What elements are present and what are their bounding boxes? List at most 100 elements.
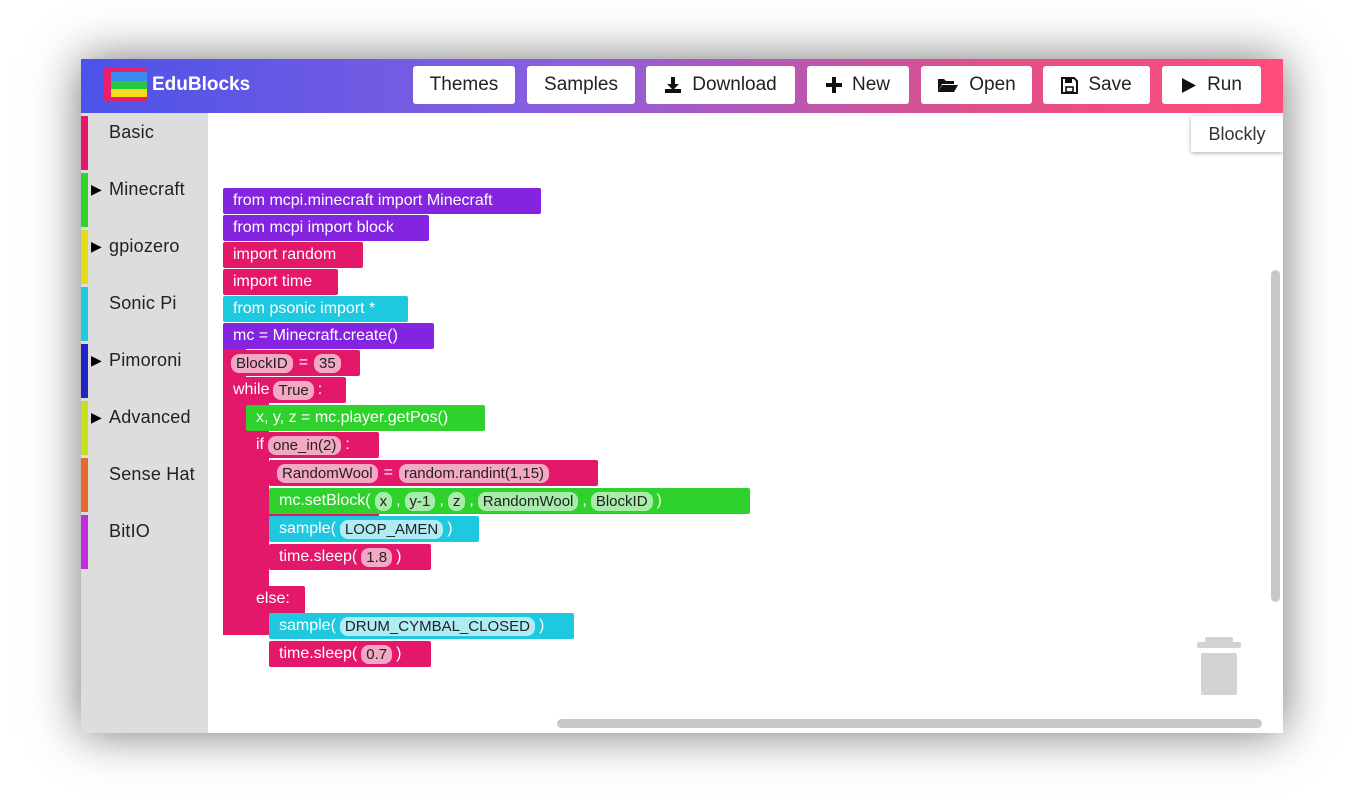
download-button[interactable]: Download xyxy=(646,66,795,104)
themes-button[interactable]: Themes xyxy=(413,66,515,104)
category-color-bar xyxy=(81,458,88,512)
while-block[interactable]: while True : xyxy=(223,377,346,403)
condition-field[interactable]: one_in(2) xyxy=(268,435,342,455)
function-label: time.sleep( xyxy=(279,548,358,565)
samples-label: Samples xyxy=(544,74,618,95)
sidebar-item-label: Advanced xyxy=(109,407,191,427)
set-block-call[interactable]: mc.setBlock( x , y-1 , z , RandomWool , … xyxy=(269,488,750,514)
sidebar-item-label: BitIO xyxy=(109,521,151,541)
arg-field[interactable]: z xyxy=(447,491,466,511)
horizontal-scrollbar[interactable] xyxy=(557,719,1262,728)
variable-field[interactable]: BlockID xyxy=(231,353,293,373)
block-text: mc = Minecraft.create() xyxy=(233,327,398,344)
block-text: from mcpi import block xyxy=(233,219,394,236)
sidebar-item-sense-hat[interactable]: Sense Hat xyxy=(81,458,208,512)
arg-field[interactable]: y-1 xyxy=(404,491,436,511)
code-block[interactable]: import time xyxy=(223,269,338,295)
blockly-mode-tab[interactable]: Blockly xyxy=(1191,116,1283,152)
category-color-bar xyxy=(81,116,88,170)
vertical-scrollbar[interactable] xyxy=(1271,270,1280,602)
save-label: Save xyxy=(1088,74,1132,95)
function-label: mc.setBlock( xyxy=(279,492,371,509)
sidebar-item-advanced[interactable]: ▶ Advanced xyxy=(81,401,208,455)
separator: , xyxy=(469,492,474,509)
sidebar-item-pimoroni[interactable]: ▶ Pimoroni xyxy=(81,344,208,398)
themes-label: Themes xyxy=(429,74,499,95)
assign-block[interactable]: BlockID = 35 xyxy=(223,350,360,376)
edublocks-logo xyxy=(103,68,147,102)
new-label: New xyxy=(851,74,890,95)
block-text: from psonic import * xyxy=(233,300,376,317)
run-button[interactable]: Run xyxy=(1162,66,1261,104)
category-sidebar: Basic ▶ Minecraft ▶ gpiozero Sonic Pi ▶ … xyxy=(81,113,208,733)
assign-block[interactable]: RandomWool = random.randint(1,15) xyxy=(269,460,598,486)
folder-open-icon xyxy=(938,79,959,92)
samples-button[interactable]: Samples xyxy=(527,66,635,104)
sidebar-item-label: Pimoroni xyxy=(109,350,182,370)
separator: , xyxy=(439,492,444,509)
expand-arrow-icon[interactable]: ▶ xyxy=(91,181,102,197)
sidebar-item-label: Sonic Pi xyxy=(109,293,177,313)
code-block[interactable]: from mcpi.minecraft import Minecraft xyxy=(223,188,541,214)
blocks-workspace[interactable]: Blockly from mcpi.minecraft import Minec… xyxy=(208,113,1283,733)
app-window: EduBlocks Themes Samples Download New xyxy=(81,59,1283,733)
arg-field[interactable]: 1.8 xyxy=(361,547,393,567)
else-block[interactable]: else: xyxy=(246,586,305,612)
separator: , xyxy=(582,492,587,509)
if-block[interactable]: if one_in(2) : xyxy=(246,432,379,458)
sidebar-item-label: Minecraft xyxy=(109,179,185,199)
sidebar-item-basic[interactable]: Basic xyxy=(81,116,208,170)
block-text: x, y, z = mc.player.getPos() xyxy=(256,409,449,426)
arg-field[interactable]: LOOP_AMEN xyxy=(339,519,444,539)
close-paren: ) xyxy=(656,492,662,509)
app-title: EduBlocks xyxy=(152,74,251,95)
arg-field[interactable]: x xyxy=(374,491,393,511)
close-paren: ) xyxy=(538,617,545,634)
close-paren: ) xyxy=(447,520,453,537)
category-color-bar xyxy=(81,515,88,569)
arg-field[interactable]: BlockID xyxy=(590,491,653,511)
sidebar-item-bitio[interactable]: BitIO xyxy=(81,515,208,569)
play-icon xyxy=(1182,77,1197,93)
category-color-bar xyxy=(81,287,88,341)
sidebar-item-minecraft[interactable]: ▶ Minecraft xyxy=(81,173,208,227)
arg-field[interactable]: DRUM_CYMBAL_CLOSED xyxy=(339,616,535,636)
save-button[interactable]: Save xyxy=(1043,66,1150,104)
code-block[interactable]: x, y, z = mc.player.getPos() xyxy=(246,405,485,431)
sleep-call[interactable]: time.sleep( 1.8 ) xyxy=(269,544,431,570)
keyword-label: while xyxy=(233,381,270,398)
sidebar-item-gpiozero[interactable]: ▶ gpiozero xyxy=(81,230,208,284)
equals-label: = xyxy=(298,354,309,371)
sample-call[interactable]: sample( DRUM_CYMBAL_CLOSED ) xyxy=(269,613,574,639)
value-field[interactable]: random.randint(1,15) xyxy=(398,463,550,483)
while-block-body xyxy=(223,330,246,635)
code-block[interactable]: mc = Minecraft.create() xyxy=(223,323,434,349)
code-block[interactable]: from mcpi import block xyxy=(223,215,429,241)
block-text: import random xyxy=(233,246,337,263)
arg-field[interactable]: 0.7 xyxy=(361,644,393,664)
sidebar-item-sonic-pi[interactable]: Sonic Pi xyxy=(81,287,208,341)
value-field[interactable]: 35 xyxy=(314,353,341,373)
close-paren: ) xyxy=(396,548,402,565)
header-bar: EduBlocks Themes Samples Download New xyxy=(81,59,1283,113)
expand-arrow-icon[interactable]: ▶ xyxy=(91,238,102,254)
expand-arrow-icon[interactable]: ▶ xyxy=(91,352,102,368)
variable-field[interactable]: RandomWool xyxy=(277,463,378,483)
separator: , xyxy=(396,492,401,509)
trash-icon[interactable] xyxy=(1197,637,1241,697)
category-color-bar xyxy=(81,173,88,227)
close-paren: ) xyxy=(396,645,402,662)
sleep-call[interactable]: time.sleep( 0.7 ) xyxy=(269,641,431,667)
sample-call[interactable]: sample( LOOP_AMEN ) xyxy=(269,516,479,542)
floppy-disk-icon xyxy=(1061,76,1079,94)
code-block[interactable]: from psonic import * xyxy=(223,296,408,322)
download-icon xyxy=(665,77,682,93)
code-block[interactable]: import random xyxy=(223,242,363,268)
block-text: else: xyxy=(256,590,290,607)
expand-arrow-icon[interactable]: ▶ xyxy=(91,409,102,425)
open-button[interactable]: Open xyxy=(921,66,1032,104)
new-button[interactable]: New xyxy=(807,66,909,104)
condition-field[interactable]: True xyxy=(273,380,314,400)
function-label: sample( xyxy=(279,617,336,634)
arg-field[interactable]: RandomWool xyxy=(477,491,579,511)
